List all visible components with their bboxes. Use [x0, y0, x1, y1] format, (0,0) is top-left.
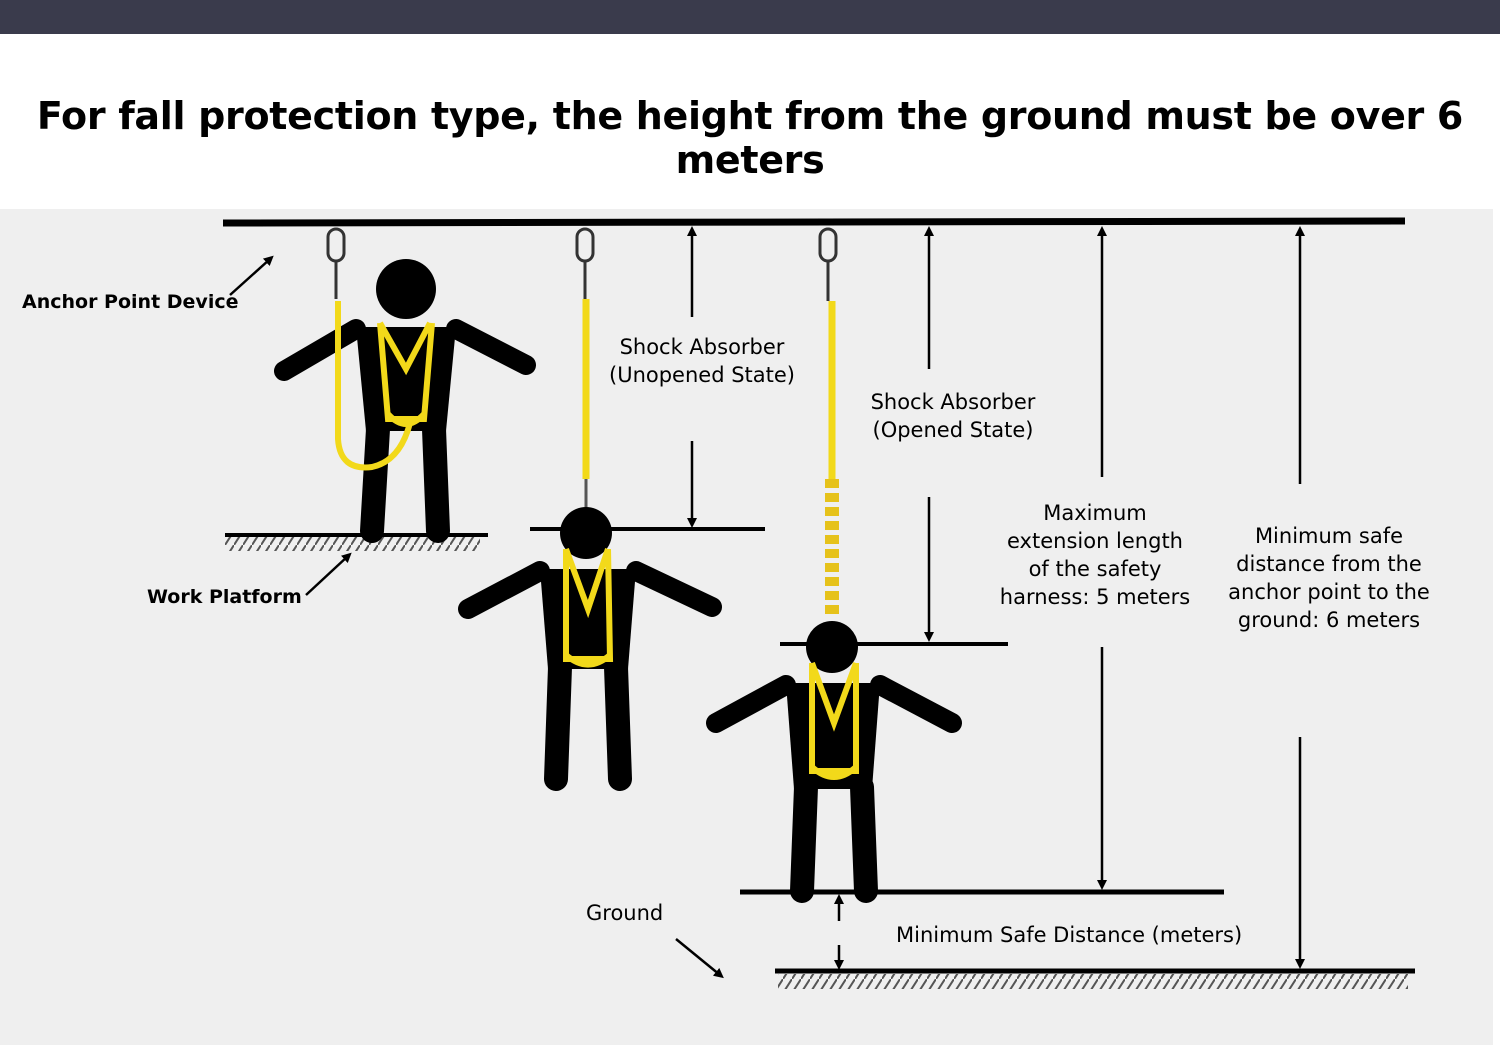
top-bar	[0, 0, 1500, 34]
label-work-platform: Work Platform	[147, 586, 302, 608]
page-title: For fall protection type, the height fro…	[36, 94, 1464, 182]
label-max-extension: Maximum extension length of the safety h…	[999, 501, 1191, 609]
worker-figure-3	[706, 301, 962, 903]
label-ground: Ground	[586, 901, 664, 925]
label-shock-unopened: Shock Absorber (Unopened State)	[609, 335, 795, 387]
work-platform-hatch	[225, 537, 480, 551]
fall-protection-diagram	[222, 217, 1415, 989]
diagram-panel: Anchor Point Device Work Platform Shock …	[0, 209, 1493, 1045]
worker-figure-1	[274, 259, 536, 543]
anchor-clip-1	[326, 227, 346, 299]
label-min-safe-distance: Minimum Safe Distance (meters)	[896, 923, 1243, 947]
arrow-ground-pointer	[675, 938, 724, 979]
arrow-anchor-pointer	[229, 255, 274, 296]
worker-figure-2	[458, 299, 722, 791]
header	[0, 34, 1500, 209]
ground-hatch	[778, 974, 1408, 989]
anchor-clip-2	[575, 227, 595, 299]
anchor-beam	[222, 217, 1406, 227]
label-shock-opened: Shock Absorber (Opened State)	[870, 390, 1036, 442]
arrow-platform-pointer	[305, 552, 352, 596]
label-min-safe-anchor: Minimum safe distance from the anchor po…	[1228, 524, 1430, 632]
anchor-clip-3	[818, 227, 838, 301]
dimension-arrows	[229, 226, 1305, 979]
label-anchor-point: Anchor Point Device	[22, 291, 239, 313]
